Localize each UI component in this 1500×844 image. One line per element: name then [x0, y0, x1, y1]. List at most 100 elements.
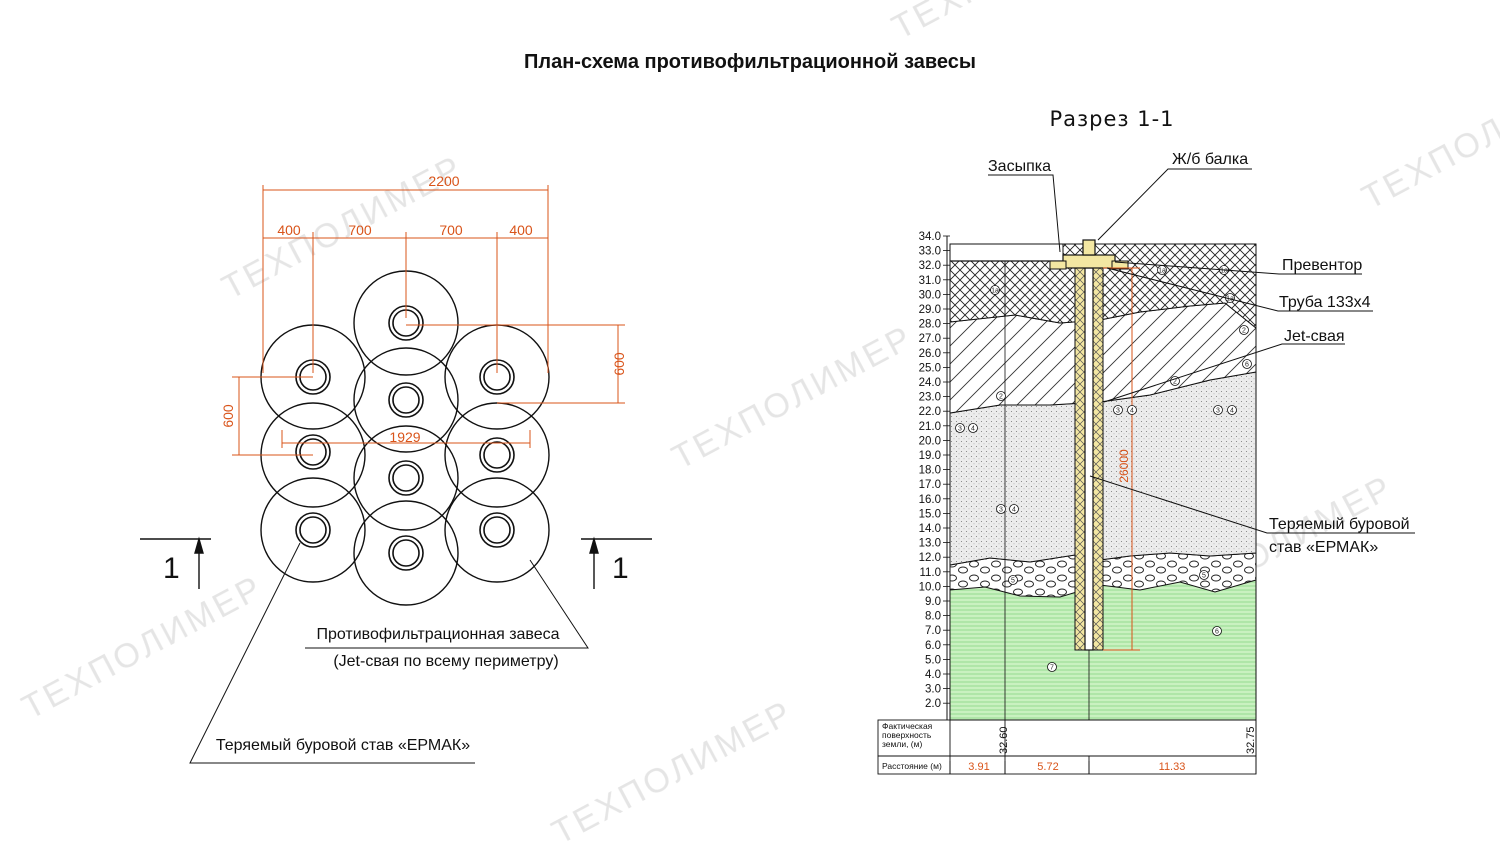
section-marker-left — [140, 536, 211, 589]
beam-block — [1111, 260, 1129, 270]
elevation-label: 5.0 — [925, 654, 941, 666]
table-row1-label: земли, (м) — [882, 739, 922, 749]
elevation-label: 15.0 — [919, 508, 941, 520]
elevation-label: 13.0 — [919, 538, 941, 550]
pipe-circle — [388, 535, 424, 571]
pipe-body — [1084, 267, 1094, 651]
elevation-label: 3.0 — [925, 684, 941, 696]
elevation-label: 4.0 — [925, 669, 941, 681]
label-lost-rod-line1: Теряемый буровой — [1269, 516, 1410, 533]
plan-dimensions — [232, 185, 625, 456]
soil-index-label: 3 — [999, 507, 1003, 514]
watermark-text: ТЕХПОЛИМЕР — [666, 318, 920, 477]
elevation-label: 19.0 — [919, 450, 941, 462]
preventer-block — [1062, 254, 1116, 269]
soil-index-circle — [1113, 405, 1123, 415]
watermark-text: ТЕХПОЛИМЕР — [546, 693, 800, 844]
soil-index-label: 3 — [958, 426, 962, 433]
soil-index-label: 2 — [1242, 328, 1246, 335]
soil-index-circle — [1009, 504, 1019, 514]
pipe-inner — [483, 441, 511, 469]
pipe-head — [1082, 239, 1096, 256]
elevation-label: 12.0 — [919, 552, 941, 564]
dim-400-right: 400 — [509, 222, 533, 238]
soil-index-label: 4 — [1130, 408, 1134, 415]
elevation-label: 23.0 — [919, 392, 941, 404]
label-lost-rod-line2: став «ЕРМАК» — [1269, 539, 1378, 556]
pipe-circle — [295, 434, 331, 470]
jet-pile-circle — [353, 500, 459, 606]
soil-index-circle — [1212, 626, 1222, 636]
elevation-label: 7.0 — [925, 625, 941, 637]
dim-600-left: 600 — [220, 404, 236, 428]
table-row2-label: Расстояние (м) — [882, 761, 942, 771]
soil-index-label: 5 — [1202, 573, 1206, 580]
jet-pile-circle — [353, 425, 459, 531]
pipe-circle — [388, 460, 424, 496]
elevation-label: 27.0 — [919, 333, 941, 345]
section-title: Разрез 1-1 — [1049, 107, 1174, 131]
watermark-text: ТЕХПОЛИМЕР — [886, 0, 1140, 47]
elevation-label: 31.0 — [919, 275, 941, 287]
elevation-label: 34.0 — [919, 231, 941, 243]
elevation-label: 24.0 — [919, 377, 941, 389]
soil-index-circle — [996, 504, 1006, 514]
soil-index-circle — [955, 423, 965, 433]
pipe-inner — [299, 438, 327, 466]
dim-700-right: 700 — [439, 222, 463, 238]
jet-pile-circle — [260, 477, 366, 583]
section-number-left: 1 — [163, 552, 180, 585]
dim-700-left: 700 — [348, 222, 372, 238]
pipe-inner — [392, 539, 420, 567]
elevation-label: 33.0 — [919, 246, 941, 258]
elevation-label: 26.0 — [919, 348, 941, 360]
distance-2: 5.72 — [1037, 761, 1058, 773]
soil-index-label: 6 — [1215, 629, 1219, 636]
section-number-right: 1 — [612, 552, 629, 585]
elevation-label: 25.0 — [919, 362, 941, 374]
soil-index-circle — [1227, 405, 1237, 415]
distance-1: 3.91 — [968, 761, 989, 773]
dim-400-left: 400 — [277, 222, 301, 238]
elevation-label: 6.0 — [925, 640, 941, 652]
soil-index-label: 6 — [1245, 362, 1249, 369]
callout-lost-rod: Теряемый буровой став «ЕРМАК» — [216, 737, 470, 754]
elevation-label: 22.0 — [919, 406, 941, 418]
soil-index-circle — [1008, 575, 1018, 585]
soil-index-label: 2 — [1173, 379, 1177, 386]
soil-index-circle — [1127, 405, 1137, 415]
pipe-circle — [295, 512, 331, 548]
soil-index-label: 3 — [1116, 408, 1120, 415]
callout-curtain-title: Противофильтрационная завеса — [316, 626, 559, 643]
watermark-text: ТЕХПОЛИМЕР — [216, 148, 470, 307]
pipe-circle — [479, 512, 515, 548]
soil-index-circle — [1213, 405, 1223, 415]
elevation-label: 20.0 — [919, 435, 941, 447]
surface-elev-left: 32.60 — [998, 726, 1010, 754]
pile-depth-label: 26000 — [1117, 449, 1131, 483]
pipe-circle — [479, 437, 515, 473]
watermark-text: ТЕХПОЛИМЕР — [16, 568, 270, 727]
beam-block — [1049, 260, 1067, 270]
soil-index-label: 4 — [1230, 408, 1234, 415]
distance-3: 11.33 — [1159, 761, 1186, 773]
elevation-label: 17.0 — [919, 479, 941, 491]
elevation-scale: 34.033.032.031.030.029.028.027.026.025.0… — [919, 231, 950, 720]
dim-600-right: 600 — [611, 352, 627, 376]
elevation-label: 18.0 — [919, 465, 941, 477]
soil-index-label: 3 — [1216, 408, 1220, 415]
label-jet-pile: Jet-свая — [1284, 328, 1345, 345]
elevation-label: 14.0 — [919, 523, 941, 535]
section-marker-right — [581, 536, 652, 589]
elevation-label: 21.0 — [919, 421, 941, 433]
jet-pile-section — [1049, 239, 1129, 651]
soil-index-label: 1а — [1220, 268, 1228, 275]
pipe-inner — [392, 464, 420, 492]
pipe-circle — [388, 382, 424, 418]
pipe-inner — [392, 386, 420, 414]
pile-depth-dimension — [1103, 267, 1140, 651]
watermark-text: ТЕХПОЛИМЕР — [1356, 58, 1500, 217]
jet-pile-circle — [444, 402, 550, 508]
page-title: План-схема противофильтрационной завесы — [524, 51, 976, 73]
profile-table — [877, 719, 1257, 775]
